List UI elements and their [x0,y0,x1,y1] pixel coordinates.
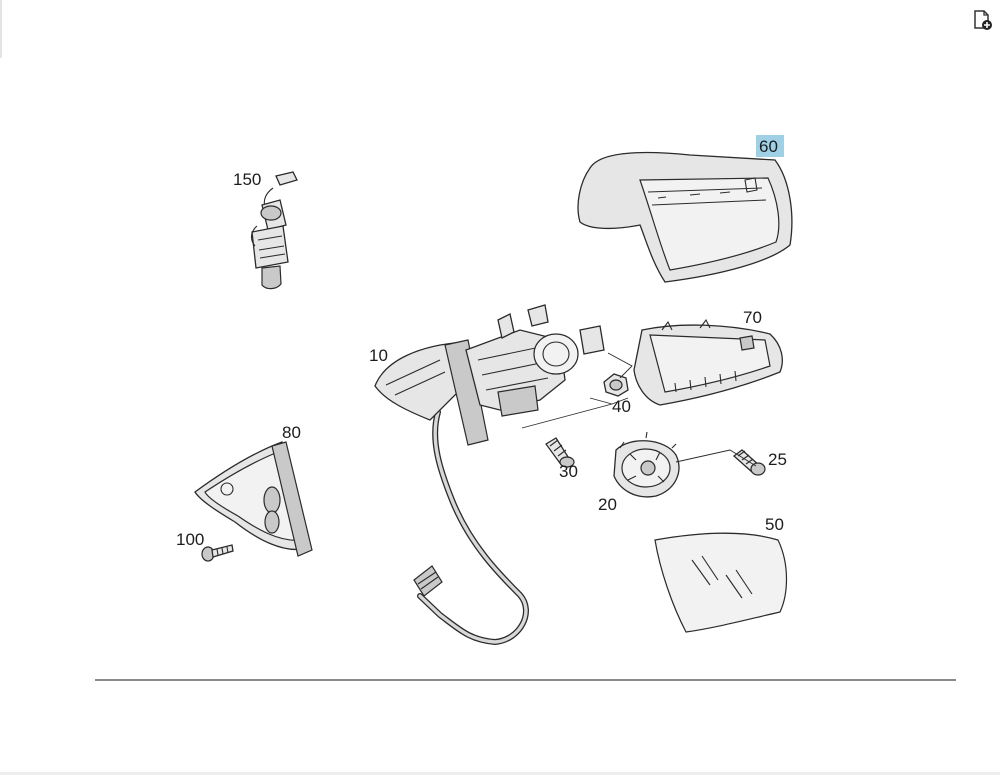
left-panel-edge [0,0,2,58]
document-plus-icon [974,10,992,30]
label-60[interactable]: 60 [759,137,778,156]
part-25-screw[interactable] [732,449,766,476]
label-10[interactable]: 10 [369,346,388,365]
part-60-housing-cover[interactable] [577,151,793,283]
part-150-connector[interactable] [250,171,298,290]
leader-lines [521,352,757,467]
part-40-nut[interactable] [603,373,629,397]
add-to-list-button[interactable] [970,8,994,32]
part-20-actuator[interactable] [613,431,680,498]
part-10-mirror-base[interactable] [374,304,605,645]
part-80-turn-signal[interactable] [194,441,313,557]
label-40[interactable]: 40 [612,397,631,416]
label-50[interactable]: 50 [765,515,784,534]
label-25[interactable]: 25 [768,450,787,469]
part-30-screw[interactable] [545,437,575,468]
label-150[interactable]: 150 [233,170,261,189]
label-100[interactable]: 100 [176,530,204,549]
part-50-mirror-glass[interactable] [654,532,788,633]
label-20[interactable]: 20 [598,495,617,514]
bottom-edge [0,772,1000,775]
highlight-box-60 [756,135,784,157]
part-100-screw[interactable] [201,544,234,562]
part-70-lower-cover[interactable] [633,318,783,406]
label-80[interactable]: 80 [282,423,301,442]
label-70[interactable]: 70 [743,308,762,327]
label-30[interactable]: 30 [559,462,578,481]
